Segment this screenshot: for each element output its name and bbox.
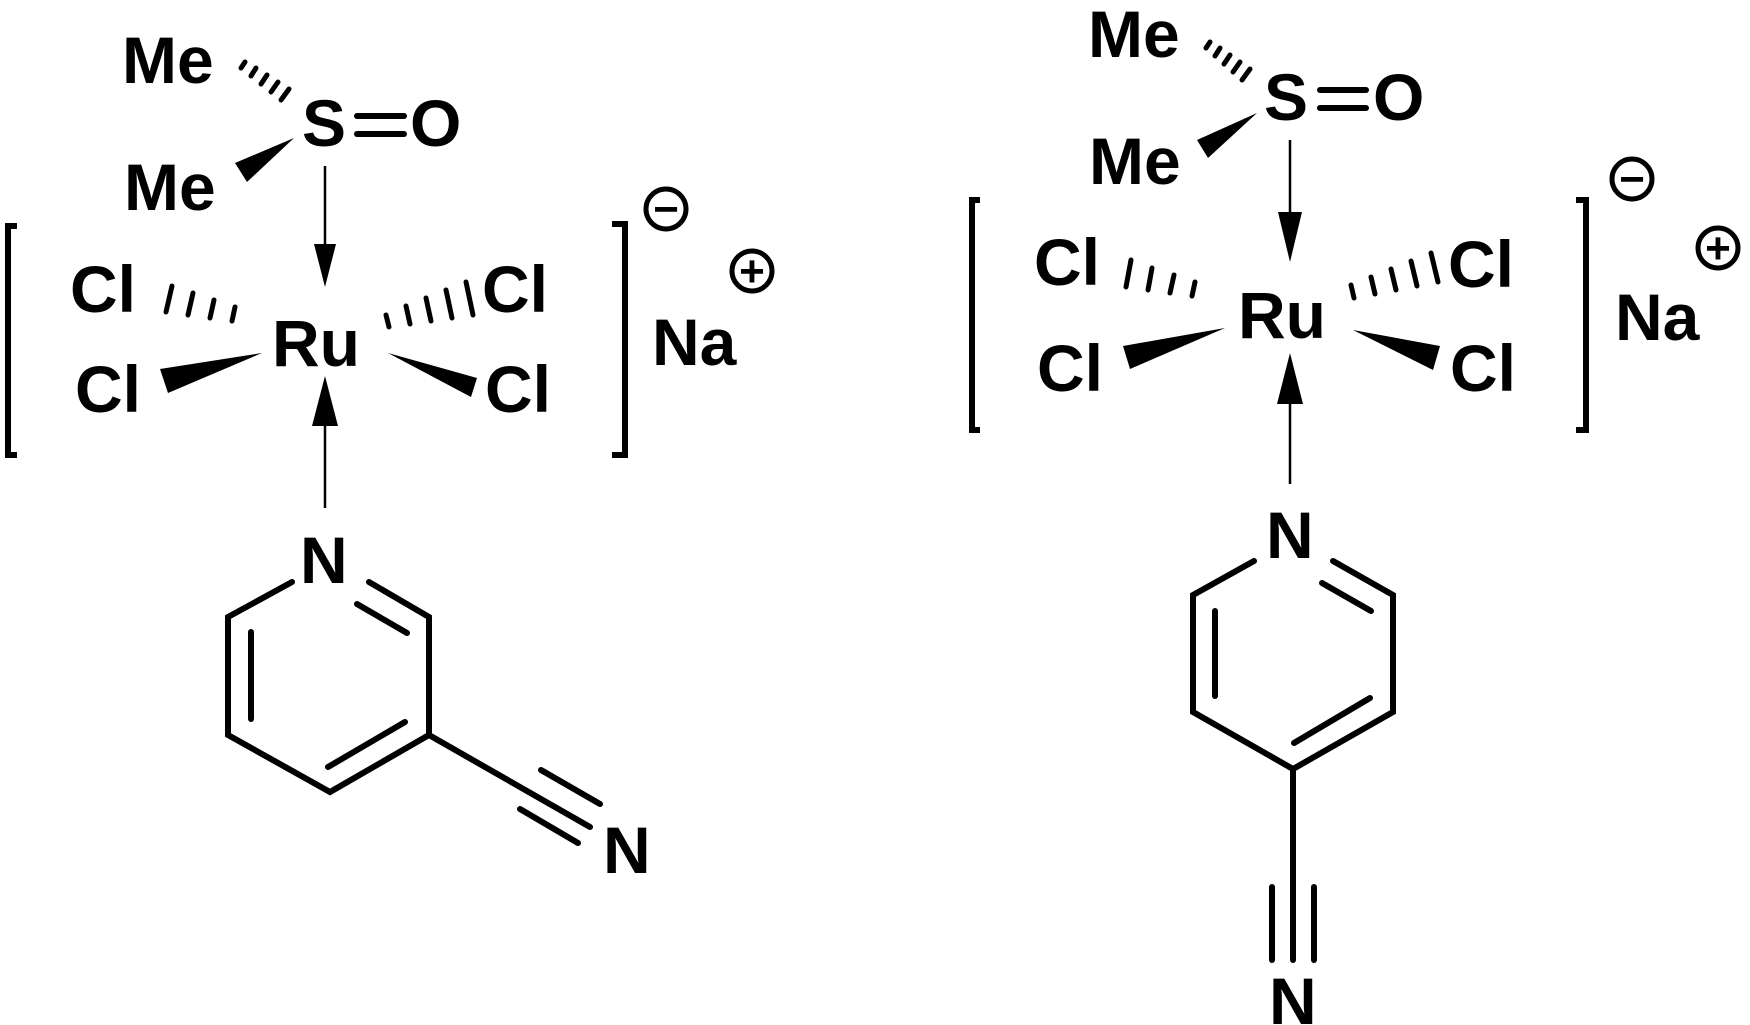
atom-n-nitrile: N — [603, 813, 651, 887]
atom-cl-upper-right: Cl — [1448, 227, 1514, 301]
wedge-bond-me-s — [235, 138, 294, 182]
bracket-left — [969, 197, 980, 433]
atom-cl-lower-right: Cl — [1450, 331, 1516, 405]
positive-charge-sign: + — [1705, 224, 1731, 273]
counterion-na: Na — [1615, 280, 1701, 354]
arrowhead-s-ru — [1278, 212, 1302, 262]
atom-cl-upper-left: Cl — [70, 252, 136, 326]
bracket-right — [1576, 197, 1589, 433]
hashed-bond-cl-ru-upper-left — [1123, 257, 1198, 299]
atom-ru: Ru — [1238, 278, 1326, 352]
bracket-left — [5, 223, 17, 458]
atom-s: S — [302, 86, 346, 160]
wedge-bond-ru-cl-lower-right — [1353, 330, 1440, 370]
atom-me-bottom: Me — [124, 150, 216, 224]
atom-me-top: Me — [1088, 0, 1180, 71]
structure-left: Me Me S O Ru Cl Cl — [5, 23, 775, 887]
atom-cl-lower-left: Cl — [1037, 331, 1103, 405]
atom-cl-lower-left: Cl — [75, 352, 141, 426]
arrowhead-n-ru — [1277, 353, 1303, 404]
ring-double-bond-bottom — [325, 719, 408, 770]
negative-charge-circle — [643, 186, 689, 232]
wedge-bond-cl-ru-lower-left — [160, 353, 262, 393]
atom-o: O — [410, 86, 461, 160]
c-cn-bond — [426, 732, 593, 830]
atom-cl-upper-left: Cl — [1034, 225, 1100, 299]
positive-charge-circle — [1695, 225, 1741, 271]
hashed-bond-cl-ru-upper-right — [1348, 250, 1441, 301]
arrowhead-s-ru — [314, 244, 336, 287]
atom-ru: Ru — [272, 306, 360, 380]
positive-charge-sign: + — [739, 247, 765, 296]
atom-o: O — [1373, 60, 1424, 134]
ring-double-bond-upper-right — [1319, 580, 1374, 614]
atom-me-top: Me — [122, 23, 214, 97]
hashed-bond-me-s — [1203, 39, 1253, 83]
wedge-bond-me-s — [1197, 113, 1257, 158]
atom-n-nitrile: N — [1269, 964, 1317, 1025]
structure-right: Me Me S O Ru Cl Cl — [969, 0, 1741, 1025]
atom-s: S — [1264, 60, 1308, 134]
hashed-bond-cl-ru-upper-right — [383, 279, 476, 330]
ring-double-bond-upper-right — [354, 601, 410, 636]
nitrile-bond-lower — [517, 806, 581, 846]
atom-cl-lower-right: Cl — [485, 352, 551, 426]
atom-me-bottom: Me — [1089, 124, 1181, 198]
counterion-na: Na — [652, 305, 738, 379]
hashed-bond-cl-ru-upper-left — [163, 283, 238, 324]
bracket-right — [612, 221, 628, 458]
negative-charge-sign: − — [1619, 155, 1645, 204]
atom-n-pyridine: N — [1266, 498, 1314, 572]
negative-charge-circle — [1609, 156, 1655, 202]
pyridine-ring-bonds — [225, 579, 432, 796]
wedge-bond-cl-ru-lower-left — [1123, 328, 1225, 369]
positive-charge-circle — [729, 248, 775, 294]
atom-n-pyridine: N — [300, 523, 348, 597]
negative-charge-sign: − — [653, 185, 679, 234]
ring-double-bond-lower-right — [1291, 695, 1373, 746]
wedge-bond-ru-cl-lower-right — [388, 353, 477, 397]
hashed-bond-me-s — [238, 59, 292, 103]
pyridine-ring-bonds — [1190, 558, 1396, 773]
nitrile-bond-upper — [538, 767, 603, 807]
arrowhead-n-ru — [312, 376, 338, 426]
atom-cl-upper-right: Cl — [482, 252, 548, 326]
